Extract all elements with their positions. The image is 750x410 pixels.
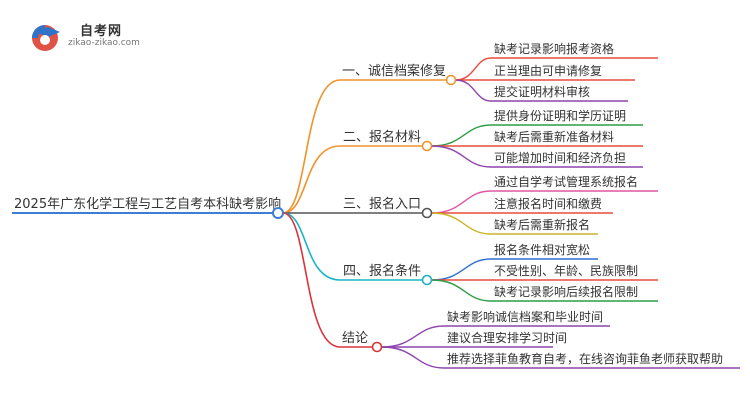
leaf-label: 提供身份证明和学历证明 [494, 108, 626, 123]
leaf-label: 通过自学考试管理系统报名 [494, 174, 638, 189]
leaf-label: 注意报名时间和缴费 [494, 196, 602, 211]
graduation-cap-icon [32, 25, 60, 51]
branch-node-dot[interactable] [421, 207, 433, 219]
leaf-label: 缺考记录影响报考资格 [494, 41, 614, 56]
leaf-label: 报名条件相对宽松 [494, 242, 590, 257]
branch-label-1: 一、诚信档案修复 [342, 64, 446, 79]
leaf-link [431, 124, 492, 147]
leaf-link [455, 79, 492, 102]
branch-link-4 [282, 212, 341, 281]
leaf-link [381, 346, 445, 369]
mindmap-links [282, 57, 492, 369]
leaf-link [381, 325, 445, 348]
leaf-label: 推荐选择菲鱼教育自考，在线咨询菲鱼老师获取帮助 [447, 351, 723, 366]
branch-node-dot[interactable] [371, 341, 383, 353]
branch-link-5 [282, 212, 341, 348]
branch-node-dot[interactable] [421, 140, 433, 152]
leaf-label: 缺考后需重新准备材料 [494, 129, 614, 144]
branch-label-3: 三、报名入口 [343, 196, 421, 212]
leaf-link [431, 258, 492, 281]
leaf-label: 缺考后需重新报名 [494, 217, 590, 232]
leaf-link [431, 190, 492, 214]
logo-title: 自考网 [80, 24, 123, 39]
branch-label-5: 结论 [342, 331, 368, 346]
leaf-link [431, 212, 492, 235]
leaf-label: 可能增加时间和经济负担 [494, 150, 626, 165]
leaf-label: 建议合理安排学习时间 [447, 330, 567, 345]
logo-url: zikao-zikao.com [68, 38, 140, 48]
branch-label-4: 四、报名条件 [343, 263, 421, 279]
site-logo[interactable]: 自考网 zikao-zikao.com [28, 16, 168, 56]
branch-node-dot[interactable] [421, 274, 433, 286]
leaf-link [431, 279, 492, 302]
leaf-label: 缺考影响诚信档案和毕业时间 [447, 309, 603, 324]
branch-link-1 [282, 79, 341, 214]
mindmap-nodes: 2025年广东化学工程与工艺自考本科缺考影响 一、诚信档案修复 缺考记录影响报考资… [12, 41, 740, 369]
leaf-label: 不受性别、年龄、民族限制 [494, 264, 638, 278]
branch-link-2 [282, 145, 341, 214]
branch-label-2: 二、报名材料 [343, 129, 421, 145]
root-label: 2025年广东化学工程与工艺自考本科缺考影响 [14, 196, 281, 212]
branch-node-dot[interactable] [445, 74, 457, 86]
leaf-label: 缺考记录影响后续报名限制 [494, 284, 638, 299]
leaf-label: 正当理由可申请修复 [494, 63, 602, 78]
leaf-link [431, 145, 492, 168]
leaf-link [455, 57, 492, 81]
leaf-label: 提交证明材料审核 [494, 84, 590, 99]
root-node-dot[interactable] [272, 207, 284, 219]
